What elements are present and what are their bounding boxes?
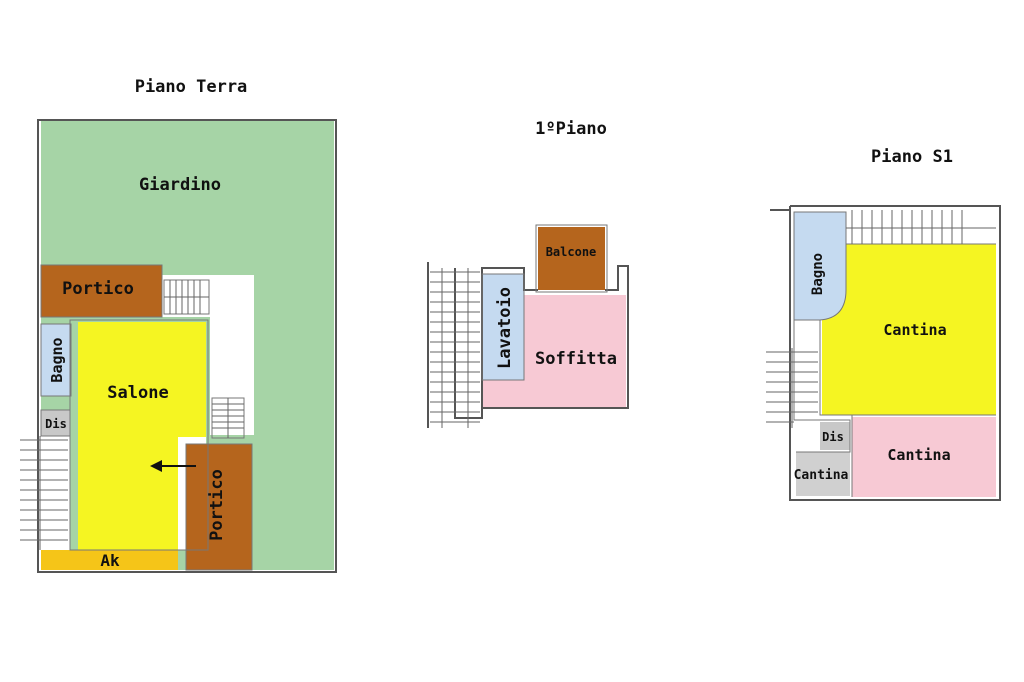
s1-dis-room xyxy=(820,422,850,450)
first-floor-title: 1ºPiano xyxy=(535,119,607,139)
cantina-small-label: Cantina xyxy=(794,468,849,483)
bagno-wall xyxy=(40,323,72,397)
stair-top-right xyxy=(163,279,210,315)
ground-floor-title: Piano Terra xyxy=(135,77,248,97)
cantina-small-room xyxy=(796,452,850,496)
portico-side-wall xyxy=(185,443,253,571)
bagno-room xyxy=(41,324,71,396)
stair-basement-left xyxy=(766,348,818,428)
cantina-main-label: Cantina xyxy=(883,321,946,339)
bagno-label: Bagno xyxy=(48,337,66,382)
stair-right-middle xyxy=(211,397,245,439)
portico-top-label: Portico xyxy=(62,279,134,299)
cantina-main-upper xyxy=(846,244,996,254)
ak-room xyxy=(41,550,178,570)
s1-bagno-room xyxy=(794,212,846,320)
basement-floor-plan: Piano S1 xyxy=(766,147,1001,501)
lavatoio-wall xyxy=(481,273,525,381)
courtyard-strip xyxy=(210,275,254,435)
portico-side-label: Portico xyxy=(207,469,227,541)
dis-room xyxy=(41,410,70,436)
ak-label: Ak xyxy=(100,551,120,570)
soffitta-label: Soffitta xyxy=(535,349,617,369)
stair-basement-top xyxy=(846,210,996,244)
stair-bottom-left xyxy=(20,436,68,550)
salone-label: Salone xyxy=(107,383,168,403)
portico-side-room xyxy=(186,444,252,570)
lavatoio-label: Lavatoio xyxy=(495,287,515,369)
balcone-room xyxy=(538,227,605,290)
s1-bagno-label: Bagno xyxy=(810,253,826,295)
cantina-pink-room xyxy=(852,417,996,497)
portico-top-room xyxy=(41,265,162,317)
s1-bagno-wall xyxy=(793,211,847,321)
dis-label: Dis xyxy=(45,417,67,431)
first-floor-plan: 1ºPiano xyxy=(427,119,629,428)
entrance-arrow-icon xyxy=(150,460,196,472)
balcone-wall xyxy=(535,224,608,293)
ground-outer-wall xyxy=(37,119,337,573)
cantina-main-room xyxy=(822,250,996,415)
stair-first-floor xyxy=(430,268,480,428)
balcone-label: Balcone xyxy=(546,245,597,259)
giardino-label: Giardino xyxy=(139,175,221,195)
ground-floor-plan: Piano Terra xyxy=(20,77,337,573)
s1-dis-label: Dis xyxy=(822,430,844,444)
portico-top-wall xyxy=(40,264,163,318)
lavatoio-room xyxy=(482,274,524,380)
stair-left-area xyxy=(20,436,70,550)
basement-title: Piano S1 xyxy=(871,147,953,167)
salone-wall xyxy=(69,319,209,551)
cantina-pink-label: Cantina xyxy=(887,446,950,464)
